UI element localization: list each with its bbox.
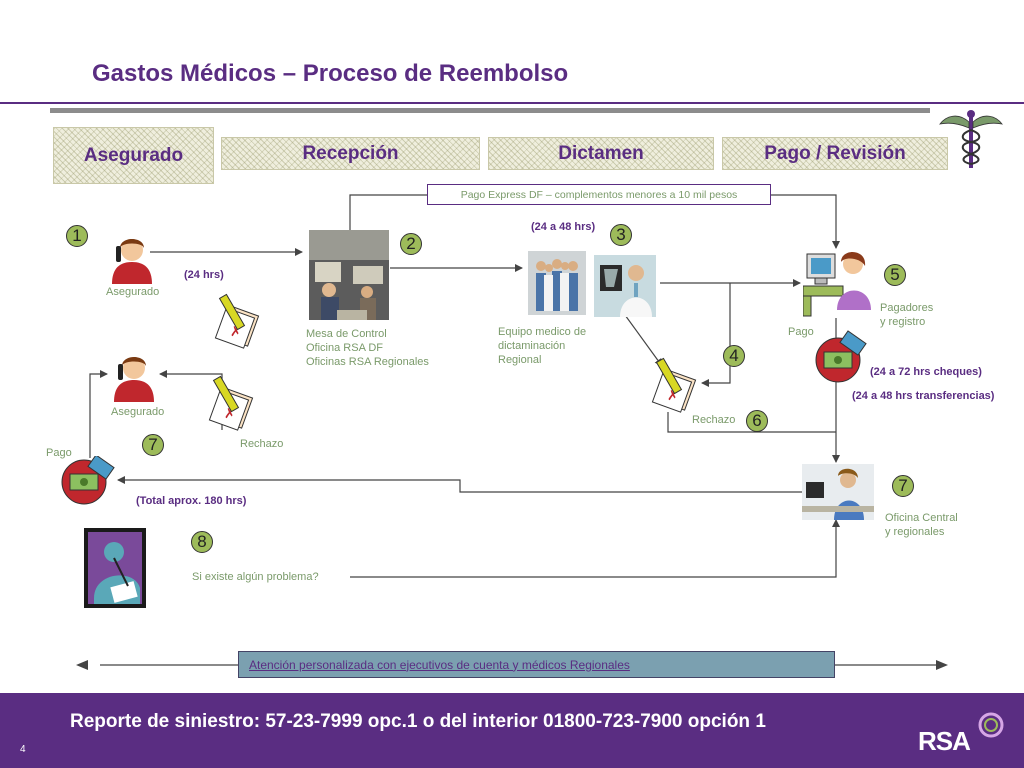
medical-team-photo	[528, 251, 586, 315]
payment-money-icon	[815, 330, 867, 383]
mesa-control-label: Mesa de Control	[306, 328, 387, 340]
pagadores-label: Pagadores	[880, 302, 934, 314]
rejection-form-icon-left: ✗	[208, 375, 254, 431]
oficina-regionales-label: y regionales	[885, 526, 945, 538]
caduceus-icon	[939, 110, 1003, 168]
reception-office-photo	[309, 230, 389, 320]
payer-computer-icon	[803, 251, 871, 317]
phase-dictamen: Dictamen	[488, 137, 714, 170]
step-3-badge: 3	[610, 224, 632, 246]
svg-text:✗: ✗	[667, 388, 679, 404]
rejection-form-icon-mid: ✗	[651, 357, 697, 413]
svg-text:✗: ✗	[224, 406, 236, 422]
phase-recepcion: Recepción	[221, 137, 480, 170]
step-7-right-badge: 7	[892, 475, 914, 497]
total-time-label: (Total aprox. 180 hrs)	[136, 495, 247, 507]
oficina-rsa-df-label: Oficina RSA DF	[306, 342, 384, 354]
asegurado-label-top: Asegurado	[106, 286, 160, 298]
rsa-logo: RSA	[918, 726, 971, 756]
payment-money-icon-left	[61, 456, 115, 505]
step-2-badge: 2	[400, 233, 422, 255]
regional-label: Regional	[498, 354, 542, 366]
step-7-left-badge: 7	[142, 434, 164, 456]
asegurado-label-mid: Asegurado	[111, 406, 165, 418]
insured-person-icon	[112, 239, 152, 284]
dictaminacion-label: dictaminación	[498, 340, 566, 352]
step-4-badge: 4	[723, 345, 745, 367]
footer-bar	[0, 693, 1024, 768]
footer-contact-text: Reporte de siniestro: 57-23-7999 opc.1 o…	[70, 711, 766, 732]
doctor-xray-photo	[594, 255, 656, 317]
rechazo-left-label: Rechazo	[240, 438, 284, 450]
phase-asegurado: Asegurado	[53, 127, 214, 184]
page-number: 4	[20, 744, 26, 755]
problema-label: Si existe algún problema?	[192, 571, 319, 583]
time-24-72-label: (24 a 72 hrs cheques)	[870, 366, 982, 378]
header-rule-gray	[50, 108, 930, 113]
pago-right-label: Pago	[788, 326, 814, 338]
equipo-medico-label: Equipo medico de	[498, 326, 587, 338]
header-rule	[0, 102, 1024, 104]
attention-bar: Atención personalizada con ejecutivos de…	[238, 651, 835, 678]
rsa-swirl-icon	[978, 712, 1004, 738]
rechazo-mid-label: Rechazo	[692, 414, 736, 426]
pago-express-box: Pago Express DF – complementos menores a…	[427, 184, 771, 205]
step-5-badge: 5	[884, 264, 906, 286]
time-24-48-transf-label: (24 a 48 hrs transferencias)	[852, 390, 995, 402]
page-title: Gastos Médicos – Proceso de Reembolso	[92, 60, 569, 87]
pago-left-label: Pago	[46, 447, 72, 459]
claim-form-icon: ✗	[214, 293, 260, 349]
time-24-48-label: (24 a 48 hrs)	[531, 221, 596, 233]
svg-text:✗: ✗	[230, 324, 242, 340]
step-6-badge: 6	[746, 410, 768, 432]
step-1-badge: 1	[66, 225, 88, 247]
phase-pago-revision: Pago / Revisión	[722, 137, 948, 170]
time-24-label: (24 hrs)	[184, 269, 224, 281]
oficinas-regionales-label: Oficinas RSA Regionales	[306, 356, 429, 368]
problem-person-icon	[84, 528, 146, 608]
insured-person-icon-mid	[114, 357, 154, 402]
central-office-photo	[802, 464, 874, 520]
step-8-badge: 8	[191, 531, 213, 553]
registro-label: y registro	[880, 316, 926, 328]
oficina-central-label: Oficina Central	[885, 512, 958, 524]
